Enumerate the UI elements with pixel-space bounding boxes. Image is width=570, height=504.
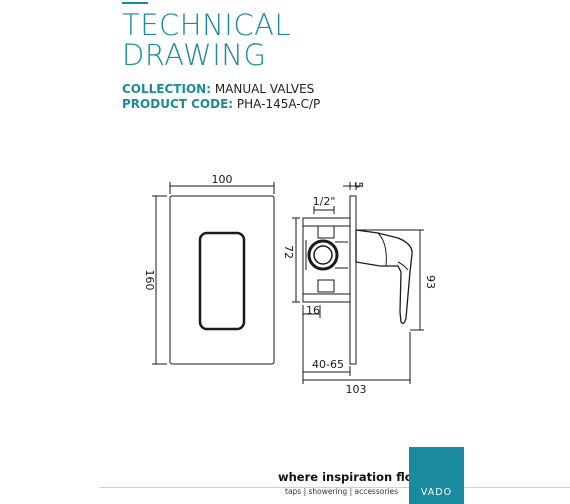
header-accent-rule xyxy=(122,2,148,4)
outlet-bottom-port xyxy=(317,279,335,293)
footer-subline: taps | showering | accessories xyxy=(285,487,399,496)
dim-label-plate-height: 160 xyxy=(143,270,156,291)
side-plate-outline xyxy=(349,195,357,365)
product-code-row: PRODUCT CODE: PHA-145A-C/P xyxy=(122,97,320,111)
front-plate-recess xyxy=(198,231,246,331)
dim-label-plate-width: 100 xyxy=(212,173,233,186)
valve-cartridge-inner xyxy=(313,245,333,265)
dim-label-plate-thickness: 5 xyxy=(352,182,365,189)
footer-slogan: where inspiration flows xyxy=(278,470,431,484)
product-code-label: PRODUCT CODE: xyxy=(122,97,234,111)
page-title-line-2: DRAWING xyxy=(122,38,267,72)
collection-value: MANUAL VALVES xyxy=(214,82,315,96)
dim-label-install-depth: 40-65 xyxy=(312,358,344,371)
vado-logo: VADO xyxy=(409,447,464,504)
dim-label-overall-depth: 103 xyxy=(346,383,367,396)
dim-label-body-depth: 16 xyxy=(306,304,320,317)
product-code-value: PHA-145A-C/P xyxy=(236,97,321,111)
inlet-top-port xyxy=(317,225,335,239)
front-plate-outline xyxy=(169,195,275,365)
collection-row: COLLECTION: MANUAL VALVES xyxy=(122,82,314,96)
page-title-line-1: TECHNICAL xyxy=(122,8,292,42)
lever-handle-shoulder xyxy=(377,232,387,267)
lever-handle-outline xyxy=(355,229,413,324)
vado-logo-text: VADO xyxy=(420,487,453,498)
valve-body-outline xyxy=(302,217,351,303)
valve-cartridge-outer xyxy=(307,239,339,271)
dim-label-pipe-size: 1/2" xyxy=(313,195,336,208)
footer-divider xyxy=(100,487,570,488)
lever-handle-joint xyxy=(397,261,409,271)
dim-label-body-height: 72 xyxy=(282,245,295,259)
collection-label: COLLECTION: xyxy=(122,82,211,96)
dim-label-handle-height: 93 xyxy=(424,275,437,289)
